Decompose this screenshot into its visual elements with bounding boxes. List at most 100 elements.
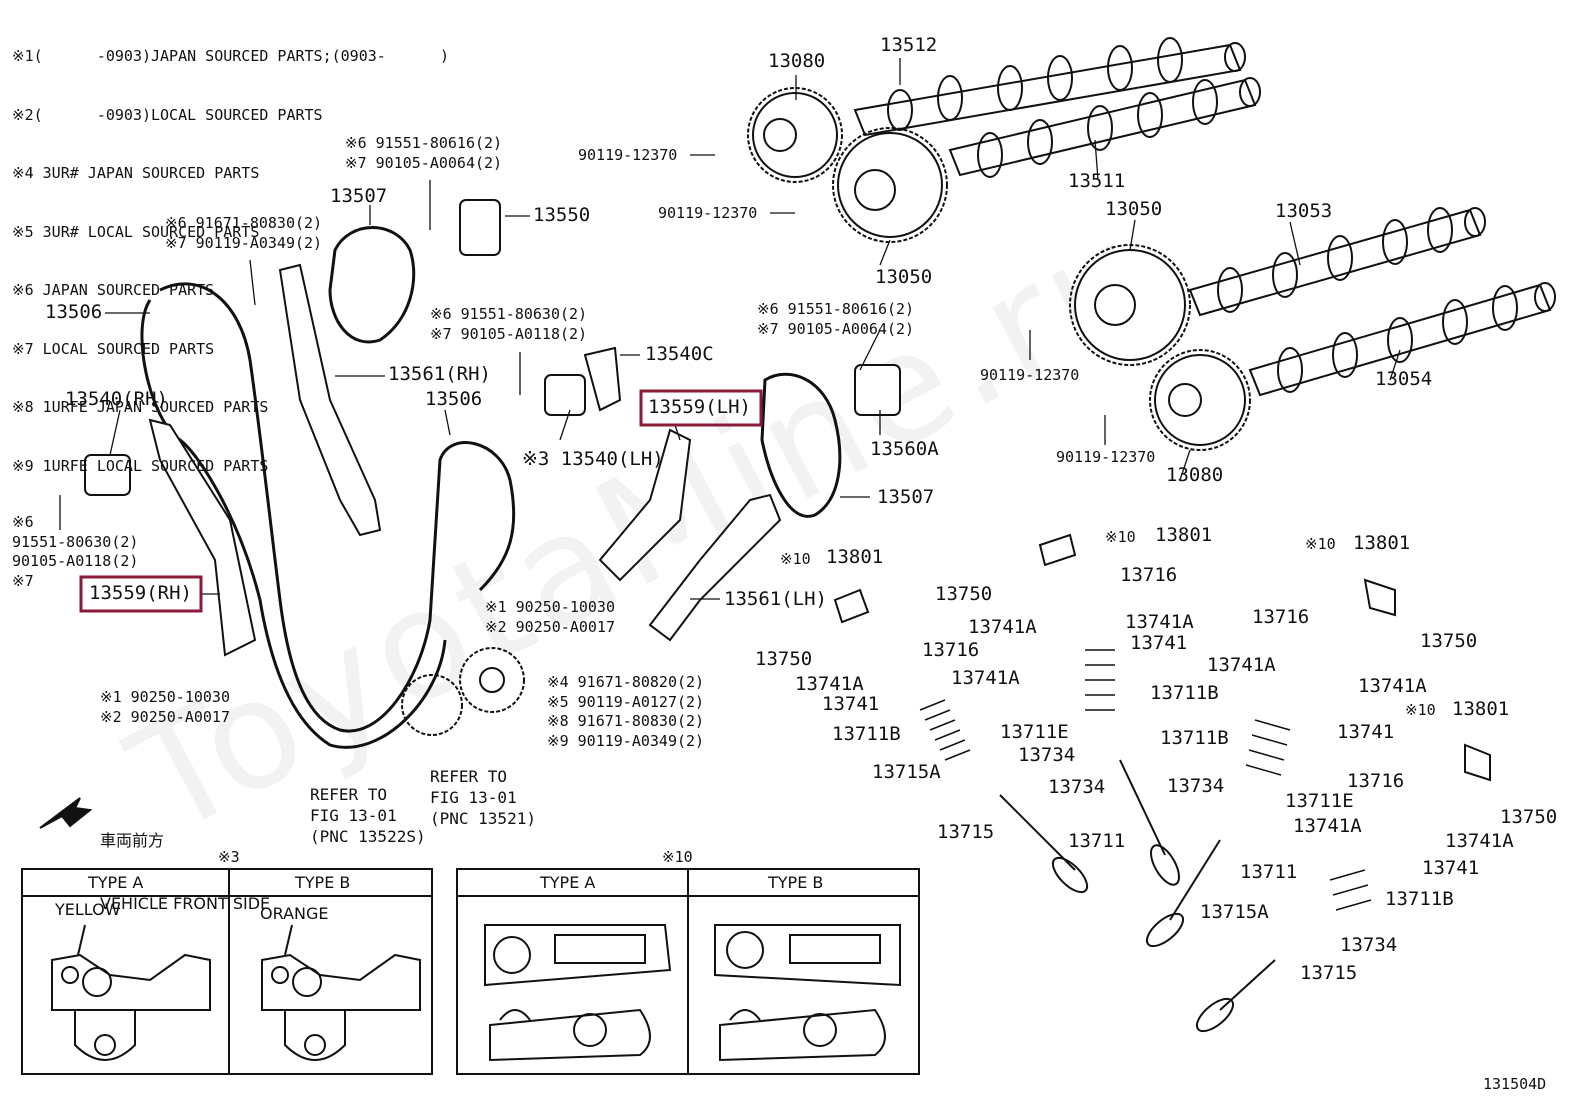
part-label[interactable]: 13050 (875, 266, 933, 288)
part-label[interactable]: 13711 (1240, 861, 1298, 883)
bolt-callout[interactable]: ※6 91551-80616(2) ※7 90105-A0064(2) (757, 300, 915, 338)
part-label[interactable]: 13741 (1337, 721, 1395, 743)
spring-13711b-d (1329, 869, 1372, 911)
part-label[interactable]: 13734 (1018, 744, 1076, 766)
part-label[interactable]: 13560A (870, 438, 939, 460)
part-label[interactable]: 13561(LH) (724, 588, 827, 610)
table10-type-b: TYPE B (768, 873, 824, 892)
part-label[interactable]: 13511 (1068, 170, 1126, 192)
part-label[interactable]: 13506 (425, 388, 483, 410)
part-label[interactable]: 13559(LH) (648, 396, 751, 418)
pin-callout[interactable]: ※1 90250-10030 ※2 90250-A0017 (485, 598, 615, 636)
note-line: ※9 1URFE LOCAL SOURCED PARTS (12, 456, 269, 475)
part-label[interactable]: 13741A (1125, 611, 1194, 633)
part-label[interactable]: 13716 (1252, 606, 1310, 628)
note-mark: ※10 (1105, 528, 1136, 546)
color-yellow: YELLOW (55, 900, 121, 919)
part-label[interactable]: 13716 (1120, 564, 1178, 586)
part-label[interactable]: 13734 (1048, 776, 1106, 798)
part-label[interactable]: 13801 (1155, 524, 1213, 546)
part-label[interactable]: 13507 (330, 185, 388, 207)
part-label[interactable]: 13506 (45, 301, 103, 323)
refer-note[interactable]: REFER TO FIG 13-01 (PNC 13521) (430, 767, 536, 828)
part-label[interactable]: 13559(RH) (89, 582, 192, 604)
bolt-label[interactable]: 90119-12370 (658, 204, 758, 222)
bolt-callout[interactable]: ※6 91551-80630(2) ※7 90105-A0118(2) (430, 305, 588, 343)
part-label[interactable]: 13711B (832, 723, 901, 745)
bolt-callout[interactable]: ※6 91671-80830(2) ※7 90119-A0349(2) (165, 214, 323, 252)
direction-label: 車両前方 VEHICLE FRONT SIDE (100, 788, 270, 956)
part-label[interactable]: 13512 (880, 34, 938, 56)
tensioner-type-a-drawing (51, 924, 211, 1061)
part-label[interactable]: 13711B (1160, 727, 1229, 749)
front-arrow-icon (39, 797, 93, 829)
part-label[interactable]: 13716 (922, 639, 980, 661)
part-label[interactable]: 13741A (951, 667, 1020, 689)
part-label[interactable]: 13711 (1068, 830, 1126, 852)
part-label[interactable]: 13741A (1445, 830, 1514, 852)
spring-13711b-b (1085, 649, 1115, 711)
part-label[interactable]: 13054 (1375, 368, 1433, 390)
part-label[interactable]: 13715A (872, 761, 941, 783)
highlight-13559lh (639, 389, 763, 427)
bolt-callout[interactable]: ※4 91671-80820(2) ※5 90119-A0127(2) ※8 9… (547, 673, 705, 750)
part-label[interactable]: 13711E (1285, 790, 1354, 812)
part-label[interactable]: 13711B (1385, 888, 1454, 910)
part-label[interactable]: 13734 (1340, 934, 1398, 956)
plate-13540c (583, 346, 622, 412)
table10-type-a: TYPE A (540, 873, 596, 892)
crank-sprocket-1 (401, 674, 463, 736)
rocker-13801-b (833, 588, 870, 624)
note-line: ※4 3UR# JAPAN SOURCED PARTS (12, 164, 260, 182)
note-line: ※5 3UR# LOCAL SOURCED PARTS (12, 222, 260, 241)
part-label[interactable]: 13540C (645, 343, 714, 365)
part-label[interactable]: 13750 (755, 648, 813, 670)
part-label[interactable]: 13801 (1353, 532, 1411, 554)
rocker-type-b-drawing (714, 924, 901, 1062)
part-label[interactable]: 13711E (1000, 721, 1069, 743)
direction-jp: 車両前方 (100, 831, 165, 850)
bolt-callout[interactable]: ※6 91551-80630(2) 90105-A0118(2) ※7 (12, 513, 139, 590)
part-label[interactable]: 13801 (1452, 698, 1510, 720)
part-label[interactable]: 13734 (1167, 775, 1225, 797)
part-label[interactable]: 13801 (826, 546, 884, 568)
bolt-label[interactable]: 90119-12370 (1056, 448, 1156, 466)
part-label[interactable]: 13715 (937, 821, 995, 843)
part-label[interactable]: 13716 (1347, 770, 1405, 792)
part-label[interactable]: 13741 (1422, 857, 1480, 879)
part-label[interactable]: 13741 (1130, 632, 1188, 654)
part-label[interactable]: 13540(RH) (65, 388, 168, 410)
part-label[interactable]: 13741A (1293, 815, 1362, 837)
guide-13561rh (278, 263, 382, 537)
part-label[interactable]: 13741 (822, 693, 880, 715)
part-label[interactable]: 13711B (1150, 682, 1219, 704)
part-label[interactable]: 13741A (968, 616, 1037, 638)
part-label[interactable]: 13741A (1207, 654, 1276, 676)
part-label[interactable]: ※3 13540(LH) (522, 448, 664, 470)
refer-note[interactable]: REFER TO FIG 13-01 (PNC 13522S) (310, 785, 426, 846)
part-label[interactable]: 13741A (795, 673, 864, 695)
part-label[interactable]: 13550 (533, 204, 591, 226)
part-label[interactable]: 13080 (1166, 464, 1224, 486)
rocker-type-a-drawing (484, 924, 672, 1062)
pin-callout[interactable]: ※1 90250-10030 ※2 90250-A0017 (100, 688, 230, 726)
part-label[interactable]: 13080 (768, 50, 826, 72)
part-label[interactable]: 13715A (1200, 901, 1269, 923)
bolt-callout[interactable]: ※6 91551-80616(2) ※7 90105-A0064(2) (345, 134, 503, 172)
bolt-label[interactable]: 90119-12370 (578, 146, 678, 164)
part-label[interactable]: 13750 (1420, 630, 1478, 652)
table3-type-b: TYPE B (295, 873, 351, 892)
part-label[interactable]: 13741A (1358, 675, 1427, 697)
valve-13711-a (1119, 759, 1180, 886)
part-label[interactable]: 13053 (1275, 200, 1333, 222)
bolt-label[interactable]: 90119-12370 (980, 366, 1080, 384)
part-label[interactable]: 13750 (935, 583, 993, 605)
part-label[interactable]: 13561(RH) (388, 363, 491, 385)
part-label[interactable]: 13750 (1500, 806, 1558, 828)
part-label[interactable]: 13507 (877, 486, 935, 508)
chain-13507-lower (760, 372, 842, 518)
part-label[interactable]: 13715 (1300, 962, 1358, 984)
part-label[interactable]: 13050 (1105, 198, 1163, 220)
chain-13507-upper (328, 226, 416, 344)
